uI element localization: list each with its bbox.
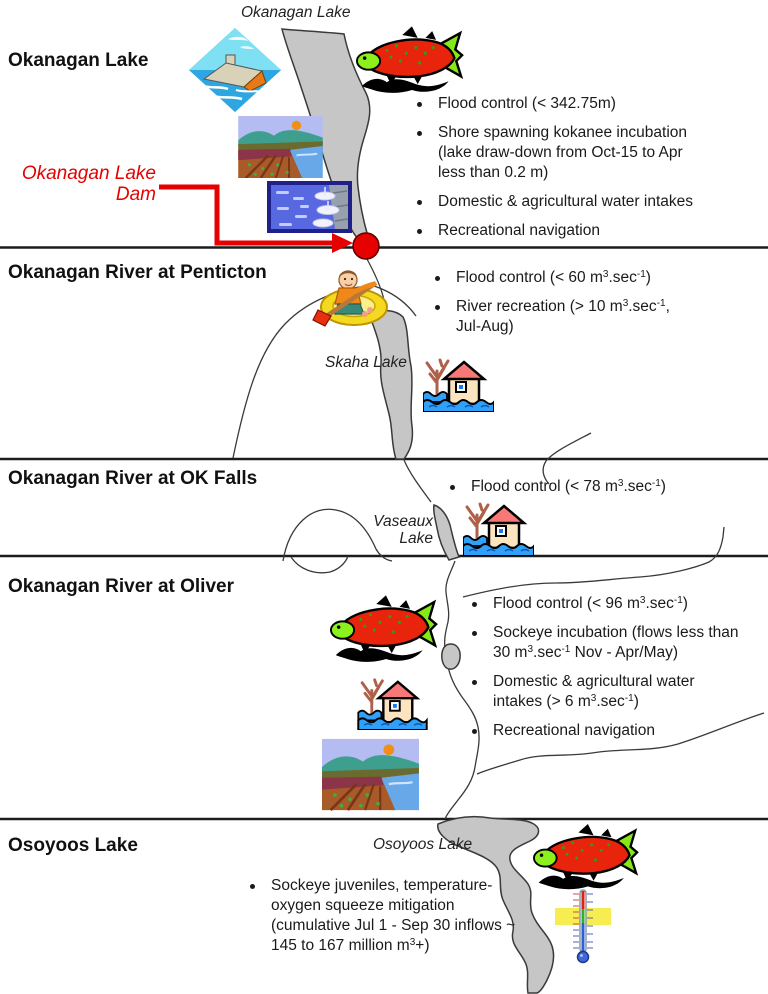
flooded-house-icon [423, 356, 494, 412]
bullet-item: Domestic & agricultural water intakes [412, 192, 728, 212]
osoyoos-lake-shape [437, 815, 555, 994]
river-island-shape [441, 643, 461, 670]
bullet-item: Sockeye incubation (flows less than 30 m… [467, 623, 759, 663]
penticton-bullets: Flood control (< 60 m3.sec-1) River recr… [430, 268, 700, 346]
creek-lines [232, 258, 765, 820]
section-heading-penticton: Okanagan River at Penticton [8, 262, 267, 283]
flooded-house-icon [357, 676, 428, 730]
section-heading-okanagan-lake: Okanagan Lake [8, 50, 149, 71]
section-heading-osoyoos-lake: Osoyoos Lake [8, 835, 138, 856]
bullet-item: River recreation (> 10 m3.sec-1, Jul-Aug… [430, 297, 696, 337]
flooded-house-icon [463, 500, 534, 556]
sockeye-salmon-icon [330, 595, 438, 667]
section-divider-lines [0, 246, 768, 821]
raft-paddler-icon [308, 263, 394, 327]
vaseaux-lake-shape [433, 504, 461, 561]
farmland-icon [322, 736, 419, 813]
oliver-bullets: Flood control (< 96 m3.sec-1) Sockeye in… [467, 594, 757, 750]
bullet-item: Flood control (< 78 m3.sec-1) [445, 477, 745, 497]
bullet-item: Flood control (< 60 m3.sec-1) [430, 268, 726, 288]
bullet-item: Shore spawning kokanee incubation (lake … [412, 123, 702, 183]
vaseaux-lake-label: Vaseaux Lake [373, 513, 433, 547]
skaha-lake-label: Skaha Lake [325, 354, 407, 371]
bullet-item: Flood control (< 96 m3.sec-1) [467, 594, 763, 614]
okanagan-lake-label: Okanagan Lake [241, 4, 351, 21]
dam-arrow-icon [159, 184, 353, 253]
okanagan-lake-bullets: Flood control (< 342.75m) Shore spawning… [412, 94, 702, 250]
okanagan-lake-dam-label: Okanagan Lake Dam [21, 163, 156, 205]
farmland-icon [238, 116, 323, 178]
section-heading-oliver: Okanagan River at Oliver [8, 576, 234, 597]
sockeye-salmon-icon [356, 26, 464, 98]
ok-falls-bullets: Flood control (< 78 m3.sec-1) [445, 477, 745, 506]
bullet-item: Recreational navigation [467, 721, 763, 741]
marina-icon [267, 181, 352, 233]
sockeye-salmon-icon [532, 824, 640, 894]
bullet-item: Recreational navigation [412, 221, 728, 241]
thermometer-icon [553, 888, 613, 966]
bullet-item: Flood control (< 342.75m) [412, 94, 702, 114]
flood-diamond-icon [188, 27, 282, 113]
osoyoos-lake-label: Osoyoos Lake [373, 836, 473, 853]
bullet-item: Domestic & agricultural water intakes (>… [467, 672, 733, 712]
section-heading-ok-falls: Okanagan River at OK Falls [8, 468, 258, 489]
skaha-lake-shape [368, 309, 414, 460]
dam-marker-icon [352, 232, 380, 260]
bullet-item: Sockeye juveniles, temperature-oxygen sq… [245, 876, 529, 956]
osoyoos-bullets: Sockeye juveniles, temperature-oxygen sq… [245, 876, 515, 965]
